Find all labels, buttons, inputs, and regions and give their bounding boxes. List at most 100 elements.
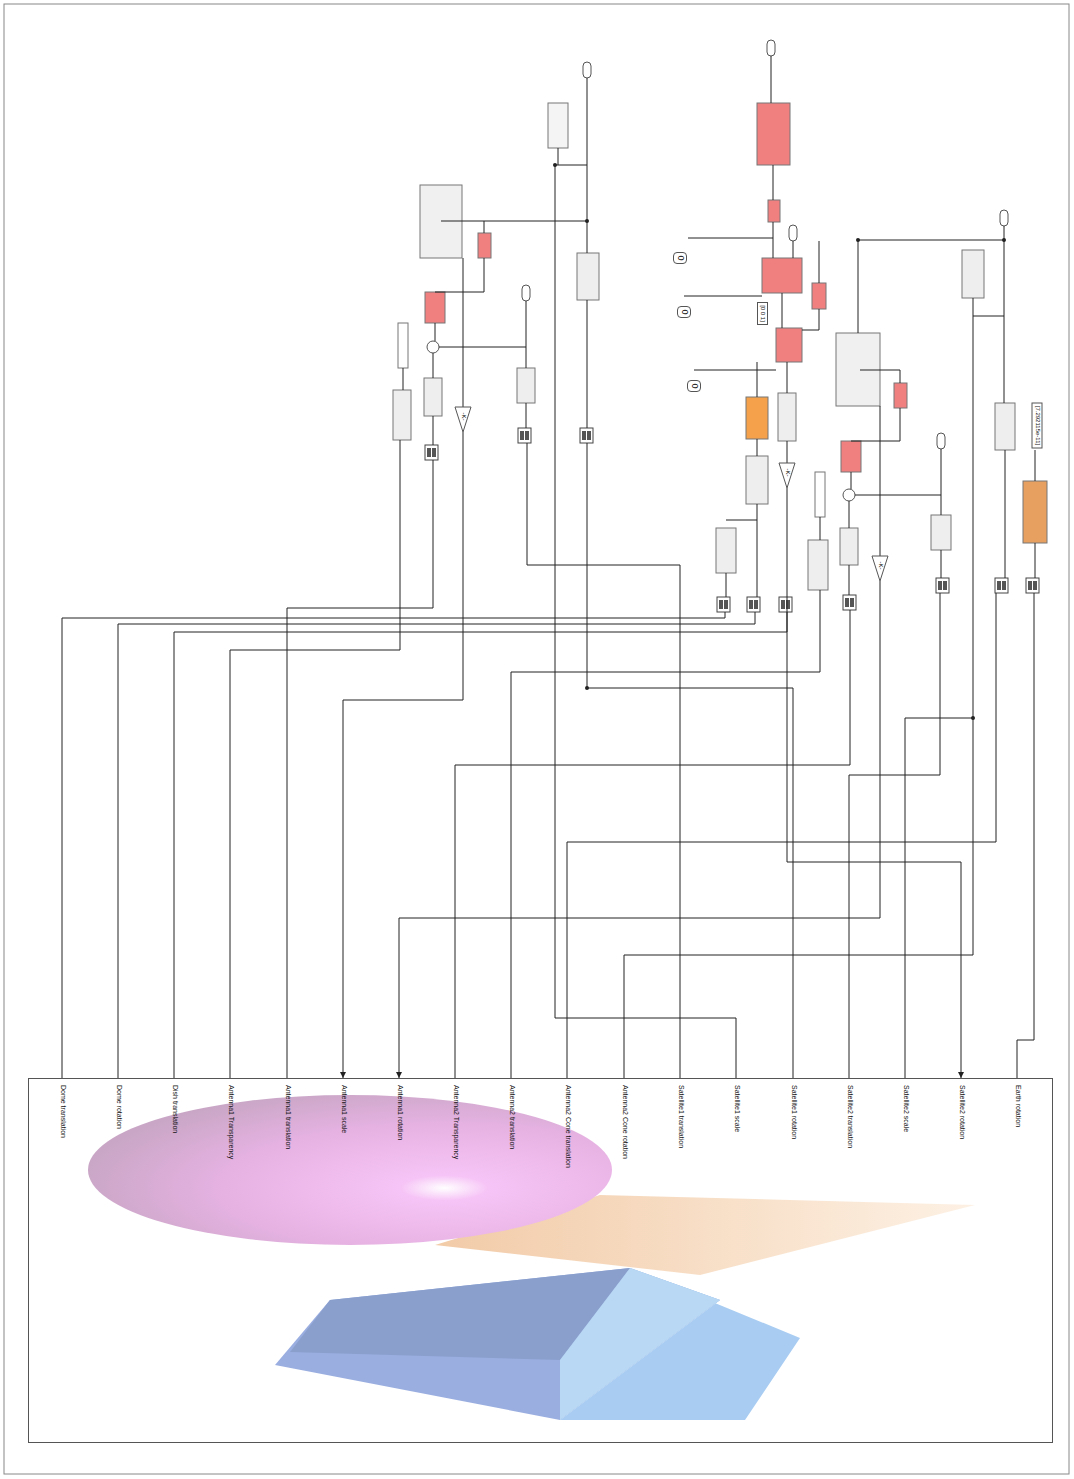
model-block [995, 403, 1015, 450]
signal-wire [433, 416, 434, 445]
port-label: Satellite2 rotation [958, 1085, 966, 1139]
signal-wire [439, 347, 526, 348]
model-block [841, 441, 861, 472]
signal-wire [1035, 450, 1036, 481]
signal-wire [1017, 593, 1034, 1078]
model-block [812, 283, 826, 309]
branch-dot [585, 686, 589, 690]
scope-icon [518, 428, 531, 443]
port-label: Earth rotation [1014, 1085, 1022, 1127]
gain-triangle: -K- [872, 555, 889, 581]
signal-wire [463, 258, 464, 410]
port-label: Antenna2 Cone rotation [621, 1085, 629, 1159]
signal-wire [484, 221, 485, 233]
branch-dot [971, 716, 975, 720]
model-block [478, 233, 491, 258]
signal-wire [900, 370, 901, 383]
signal-wire [905, 316, 973, 1078]
port-label: Dome rotation [115, 1085, 123, 1129]
port-label: Dish translation [171, 1085, 179, 1133]
model-block [746, 397, 768, 439]
model-block [894, 383, 907, 408]
signal-wire [849, 565, 850, 595]
cube-edge [560, 1268, 720, 1420]
signal-wire [558, 148, 559, 165]
model-block [746, 456, 768, 504]
port-label: Satellite2 translation [846, 1085, 854, 1148]
gain-triangle: -K- [779, 462, 796, 488]
signal-wire [435, 258, 484, 292]
signal-wire [455, 610, 850, 1078]
signal-wire [726, 520, 757, 521]
signal-wire [174, 612, 787, 1078]
signal-wire [435, 323, 436, 341]
signal-connector [787, 488, 961, 1078]
constant-block: [7.292115e-11] [1032, 402, 1043, 448]
constant-value: [0 0 1] [759, 305, 766, 322]
inport-symbol [789, 225, 797, 241]
signal-wire [782, 293, 783, 328]
inport-symbol [522, 285, 530, 301]
inport-symbol [767, 40, 775, 56]
port-label: Satellite1 rotation [790, 1085, 798, 1139]
model-block [393, 390, 411, 440]
constant-value: 0 [689, 383, 699, 388]
model-block [776, 328, 802, 362]
signal-wire [526, 301, 527, 368]
model-block [425, 292, 445, 323]
vr-sink-block: Dome translationDome rotationDish transl… [28, 1078, 1053, 1443]
port-label: Satellite1 translation [677, 1085, 685, 1148]
signal-wire [527, 443, 680, 1078]
signal-wire [851, 408, 900, 441]
signal-connector [343, 432, 463, 1078]
signal-wire [441, 221, 587, 222]
scope-icon [1026, 578, 1039, 593]
signal-wire [287, 460, 433, 1078]
model-block [815, 472, 825, 517]
gain-value: -K- [877, 561, 884, 569]
signal-wire [773, 222, 774, 258]
port-label: Antenna1 Transparency [227, 1085, 235, 1159]
scope-icon [995, 578, 1008, 593]
model-block [931, 515, 951, 550]
port-label: Satellite2 scale [902, 1085, 910, 1132]
port-label: Antenna1 scale [340, 1085, 348, 1133]
model-block [577, 253, 599, 300]
signal-wire [819, 241, 820, 283]
branch-dot [856, 238, 860, 242]
signal-wire [771, 56, 772, 103]
model-block [762, 258, 802, 293]
model-block [398, 323, 408, 368]
model-block [517, 368, 535, 403]
signal-wire [688, 238, 773, 239]
signal-wire [757, 362, 758, 397]
scope-icon [843, 595, 856, 610]
signal-wire [511, 590, 820, 1078]
constant-block: 0 [677, 306, 691, 318]
signal-wire [1035, 543, 1036, 578]
gain-triangle: -K- [455, 406, 472, 432]
signal-wire [62, 612, 725, 1078]
signal-wire [587, 443, 793, 1078]
port-label: Antenna1 rotation [396, 1085, 404, 1140]
constant-value: [7.292115e-11] [1034, 405, 1041, 444]
signal-wire [694, 370, 776, 371]
signal-wire [526, 403, 527, 428]
model-block [768, 200, 780, 222]
scope-icon [580, 428, 593, 443]
scope-icon [425, 445, 438, 460]
signal-wire [849, 501, 850, 528]
signal-wire [726, 573, 727, 597]
model-block [757, 103, 790, 165]
signal-wire [941, 449, 942, 515]
signal-wire [1004, 226, 1005, 403]
model-block [424, 378, 442, 416]
scope-icon [747, 597, 760, 612]
signal-wire [567, 593, 996, 1078]
vr-ground [28, 1078, 1053, 1443]
scope-icon [717, 597, 730, 612]
signal-wire [757, 439, 758, 456]
port-label: Antenna2 Transparency [452, 1085, 460, 1159]
inport-symbol [583, 62, 591, 78]
